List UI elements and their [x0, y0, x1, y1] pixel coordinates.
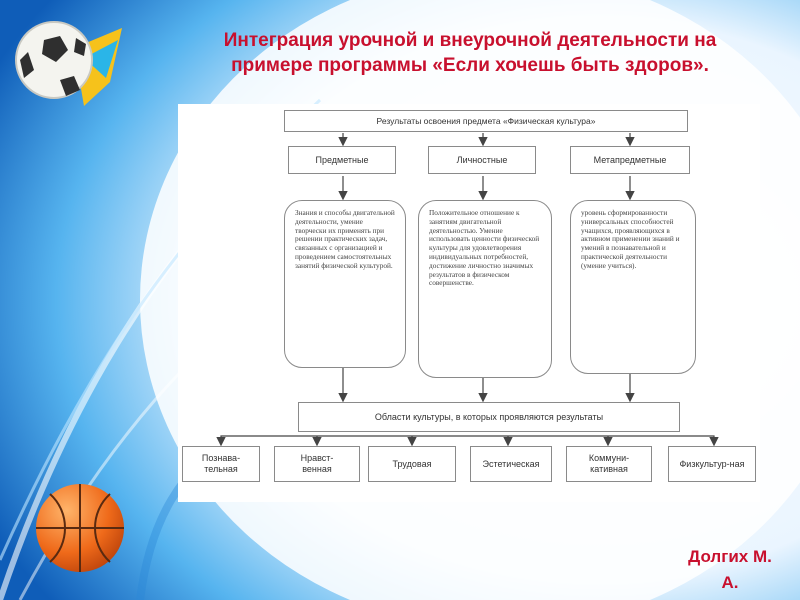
category-label: Предметные	[315, 154, 369, 165]
area-box: Нравст-венная	[274, 446, 360, 482]
diagram-connectors	[216, 133, 719, 447]
description-text: Положительное отношение к занятиям двига…	[429, 208, 540, 288]
category-label: Личностные	[456, 154, 508, 165]
areas-title: Области культуры, в которых проявляются …	[374, 411, 604, 422]
area-box: Познава-тельная	[182, 446, 260, 482]
area-label: Коммуни-кативная	[588, 453, 630, 474]
basketball-icon	[36, 484, 124, 572]
category-label: Метапредметные	[593, 154, 667, 165]
diagram-panel: Результаты освоения предмета «Физическая…	[178, 104, 760, 502]
category-box-subject: Предметные	[288, 146, 396, 174]
soccer-ball-icon	[15, 21, 122, 106]
area-box: Трудовая	[368, 446, 456, 482]
diagram-top-label: Результаты освоения предмета «Физическая…	[376, 115, 596, 126]
area-box: Эстетическая	[470, 446, 552, 482]
area-label: Познава-тельная	[201, 453, 241, 474]
area-label: Трудовая	[392, 458, 432, 469]
description-text: Знания и способы двигательной деятельнос…	[295, 208, 395, 270]
description-box-personal: Положительное отношение к занятиям двига…	[418, 200, 552, 378]
description-box-subject: Знания и способы двигательной деятельнос…	[284, 200, 406, 368]
description-box-metasubject: уровень сформированности универсальных с…	[570, 200, 696, 374]
area-label: Физкультур-ная	[679, 458, 745, 469]
area-label: Нравст-венная	[300, 453, 334, 474]
diagram-top-box: Результаты освоения предмета «Физическая…	[284, 110, 688, 132]
author-line-2: А.	[721, 573, 739, 592]
area-label: Эстетическая	[482, 458, 540, 469]
area-box: Коммуни-кативная	[566, 446, 652, 482]
area-box: Физкультур-ная	[668, 446, 756, 482]
author-name: Долгих М. А.	[660, 544, 800, 596]
description-text: уровень сформированности универсальных с…	[581, 208, 680, 270]
category-box-personal: Личностные	[428, 146, 536, 174]
author-line-1: Долгих М.	[688, 547, 772, 566]
category-box-metasubject: Метапредметные	[570, 146, 690, 174]
slide-title: Интеграция урочной и внеурочной деятельн…	[223, 30, 717, 76]
areas-title-box: Области культуры, в которых проявляются …	[298, 402, 680, 432]
